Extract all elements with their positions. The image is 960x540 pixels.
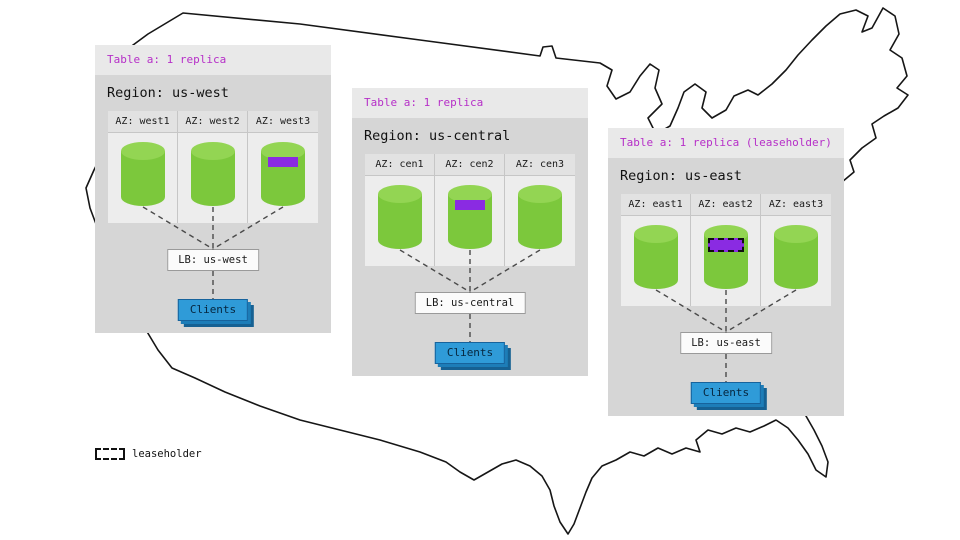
clients-box: Clients	[177, 299, 249, 321]
database-cylinder	[190, 141, 236, 207]
replica-band	[268, 157, 298, 167]
az-label: AZ: west1	[108, 111, 177, 133]
az-label: AZ: east1	[621, 194, 690, 216]
region-title: Region: us-west	[107, 85, 229, 101]
clients-box: Clients	[690, 382, 762, 404]
database-cylinder	[517, 184, 563, 250]
region-title: Region: us-east	[620, 168, 742, 184]
clients-box: Clients	[434, 342, 506, 364]
az-label: AZ: east2	[691, 194, 760, 216]
leaseholder-swatch-icon	[95, 448, 125, 460]
az-label: AZ: cen2	[435, 154, 504, 176]
database-cylinder	[260, 141, 306, 207]
leaseholder-band	[707, 238, 744, 252]
az-label: AZ: cen3	[505, 154, 575, 176]
az-label: AZ: west2	[178, 111, 247, 133]
database-cylinder	[633, 224, 679, 290]
region-body: Region: us-central AZ: cen1 AZ: cen2	[352, 118, 588, 376]
az-panel: AZ: east1 AZ: east2 AZ: east3	[621, 194, 831, 306]
database-cylinder	[703, 224, 749, 290]
legend-label: leaseholder	[132, 448, 202, 460]
region-card-us-central: Table a: 1 replica Region: us-central AZ…	[352, 88, 588, 376]
table-replica-label: Table a: 1 replica (leaseholder)	[608, 128, 844, 158]
az-label: AZ: cen1	[365, 154, 434, 176]
region-body: Region: us-east AZ: east1 AZ: east2	[608, 158, 844, 416]
region-title: Region: us-central	[364, 128, 511, 144]
region-body: Region: us-west AZ: west1 AZ: west2	[95, 75, 331, 333]
database-cylinder	[773, 224, 819, 290]
database-cylinder	[120, 141, 166, 207]
replica-band	[454, 200, 485, 210]
region-card-us-west: Table a: 1 replica Region: us-west AZ: w…	[95, 45, 331, 333]
legend: leaseholder	[95, 448, 202, 460]
az-column: AZ: west1	[108, 111, 178, 223]
az-column: AZ: east1	[621, 194, 691, 306]
az-column: AZ: west3	[248, 111, 318, 223]
database-cylinder	[377, 184, 423, 250]
az-label: AZ: east3	[761, 194, 831, 216]
load-balancer-box: LB: us-west	[167, 249, 259, 271]
region-card-us-east: Table a: 1 replica (leaseholder) Region:…	[608, 128, 844, 416]
az-column: AZ: cen3	[505, 154, 575, 266]
load-balancer-box: LB: us-central	[414, 292, 526, 314]
table-replica-label: Table a: 1 replica	[352, 88, 588, 118]
az-panel: AZ: west1 AZ: west2 AZ: west3	[108, 111, 318, 223]
table-replica-label: Table a: 1 replica	[95, 45, 331, 75]
az-column: AZ: cen1	[365, 154, 435, 266]
az-column: AZ: cen2	[435, 154, 505, 266]
az-panel: AZ: cen1 AZ: cen2 AZ: cen3	[365, 154, 575, 266]
az-column: AZ: west2	[178, 111, 248, 223]
az-column: AZ: east2	[691, 194, 761, 306]
az-label: AZ: west3	[248, 111, 318, 133]
load-balancer-box: LB: us-east	[680, 332, 772, 354]
database-cylinder	[447, 184, 493, 250]
az-column: AZ: east3	[761, 194, 831, 306]
